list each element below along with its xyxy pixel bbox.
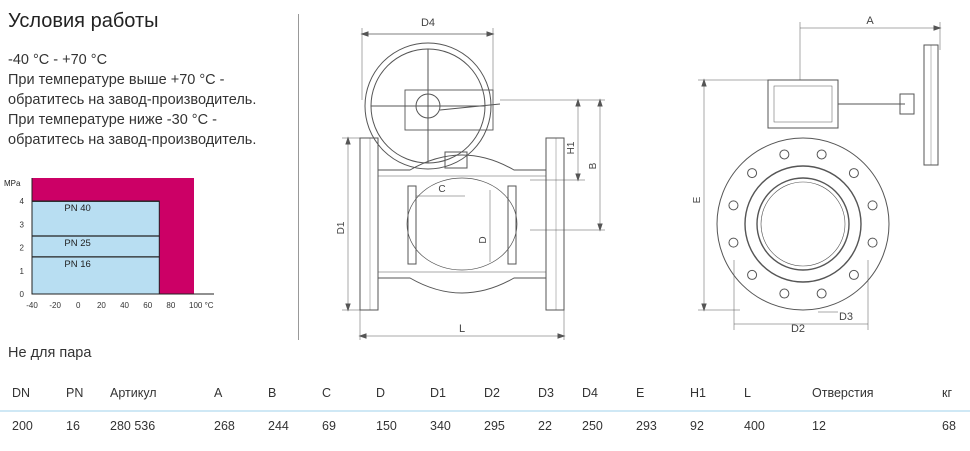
pressure-temperature-chart: PN 40 PN 25 PN 16 MPa 0 1 2 3 4 -40 -20 0 20 40 60 80 10… xyxy=(4,178,214,310)
table-header-row: DN PN Артикул A B C D D1 D2 D3 D4 E H1 L Отверстия кг xyxy=(0,386,970,406)
column-header: PN xyxy=(66,386,84,400)
label-D: D xyxy=(478,236,489,243)
table-cell: 293 xyxy=(636,419,657,433)
condition-line: обратитесь на завод-производитель. xyxy=(8,92,257,108)
x-tick-label: 80 xyxy=(166,301,175,310)
label-H1: H1 xyxy=(566,141,577,154)
series-label: PN 40 xyxy=(64,203,90,214)
header-divider xyxy=(0,410,970,412)
table-cell: 69 xyxy=(322,419,336,433)
table-cell: 150 xyxy=(376,419,397,433)
label-D1: D1 xyxy=(336,221,347,234)
bolt-holes xyxy=(728,149,878,299)
bolt-hole xyxy=(816,288,827,299)
label-E: E xyxy=(692,196,703,203)
y-tick-label: 0 xyxy=(20,290,25,299)
bolt-hole xyxy=(848,269,859,280)
table-cell: 92 xyxy=(690,419,704,433)
label-D2: D2 xyxy=(791,323,805,335)
front-view: A E D2 D3 xyxy=(692,15,942,335)
series-label: PN 16 xyxy=(64,259,90,270)
bolt-hole xyxy=(779,149,790,160)
steam-note: Не для пара xyxy=(8,345,92,361)
bolt-hole xyxy=(728,237,739,248)
column-header: DN xyxy=(12,386,31,400)
condition-line: При температуре ниже -30 °C - xyxy=(8,112,217,128)
table-row: 200 16 280 536 268 244 69 150 340 295 22 250 293 92 4… xyxy=(0,419,970,439)
table-cell: 340 xyxy=(430,419,451,433)
bolt-hole xyxy=(867,237,878,248)
y-axis-label: MPa xyxy=(4,179,21,188)
bolt-hole xyxy=(747,269,758,280)
label-L: L xyxy=(459,323,465,335)
table-cell: 295 xyxy=(484,419,505,433)
x-tick-label: -40 xyxy=(26,301,38,310)
x-tick-label: 0 xyxy=(76,301,81,310)
column-header: B xyxy=(268,386,277,400)
x-tick-label: 40 xyxy=(120,301,129,310)
column-header: A xyxy=(214,386,223,400)
column-header: кг xyxy=(942,386,953,400)
column-header: D2 xyxy=(484,386,500,400)
column-header: Отверстия xyxy=(812,386,874,400)
label-B: B xyxy=(588,162,599,169)
column-header: Артикул xyxy=(110,386,157,400)
column-header: C xyxy=(322,386,332,400)
y-tick-label: 3 xyxy=(20,220,25,229)
series-label: PN 25 xyxy=(64,238,90,249)
label-C: C xyxy=(438,184,445,195)
condition-line: При температуре выше +70 °C - xyxy=(8,72,225,88)
column-header: D1 xyxy=(430,386,446,400)
table-cell: 22 xyxy=(538,419,552,433)
table-cell: 244 xyxy=(268,419,289,433)
bolt-hole xyxy=(867,200,878,211)
table-cell: 68 xyxy=(942,419,956,433)
y-tick-label: 4 xyxy=(20,197,25,206)
x-tick-label: 20 xyxy=(97,301,106,310)
label-D3: D3 xyxy=(839,311,853,323)
column-header: L xyxy=(744,386,751,400)
x-tick-label: -20 xyxy=(49,301,61,310)
bolt-hole xyxy=(848,168,859,179)
label-A: A xyxy=(866,15,874,27)
bolt-hole xyxy=(816,149,827,160)
table-cell: 400 xyxy=(744,419,765,433)
column-header: D xyxy=(376,386,386,400)
table-cell: 280 536 xyxy=(110,419,156,433)
column-header: D4 xyxy=(582,386,598,400)
table-cell: 268 xyxy=(214,419,235,433)
table-cell: 250 xyxy=(582,419,603,433)
y-tick-label: 2 xyxy=(20,244,25,253)
table-cell: 200 xyxy=(12,419,33,433)
column-divider xyxy=(298,14,299,340)
bolt-hole xyxy=(779,288,790,299)
condition-line: -40 °C - +70 °C xyxy=(8,52,108,68)
column-header: H1 xyxy=(690,386,706,400)
valve-technical-drawing: D4 H1 B C xyxy=(336,15,942,340)
column-header: D3 xyxy=(538,386,554,400)
y-tick-label: 1 xyxy=(20,267,25,276)
table-cell: 16 xyxy=(66,419,80,433)
table-cell: 12 xyxy=(812,419,826,433)
conditions-text: -40 °C - +70 °C При температуре выше +70… xyxy=(8,50,256,150)
column-header: E xyxy=(636,386,645,400)
side-view: D4 H1 B C xyxy=(336,17,605,340)
x-tick-label: 100 °C xyxy=(189,301,214,310)
bolt-hole xyxy=(747,168,758,179)
label-D4: D4 xyxy=(421,17,435,29)
operating-region xyxy=(31,200,160,295)
x-tick-label: 60 xyxy=(143,301,152,310)
condition-line: обратитесь на завод-производитель. xyxy=(8,132,257,148)
conditions-title: Условия работы xyxy=(8,10,159,32)
bolt-hole xyxy=(728,200,739,211)
